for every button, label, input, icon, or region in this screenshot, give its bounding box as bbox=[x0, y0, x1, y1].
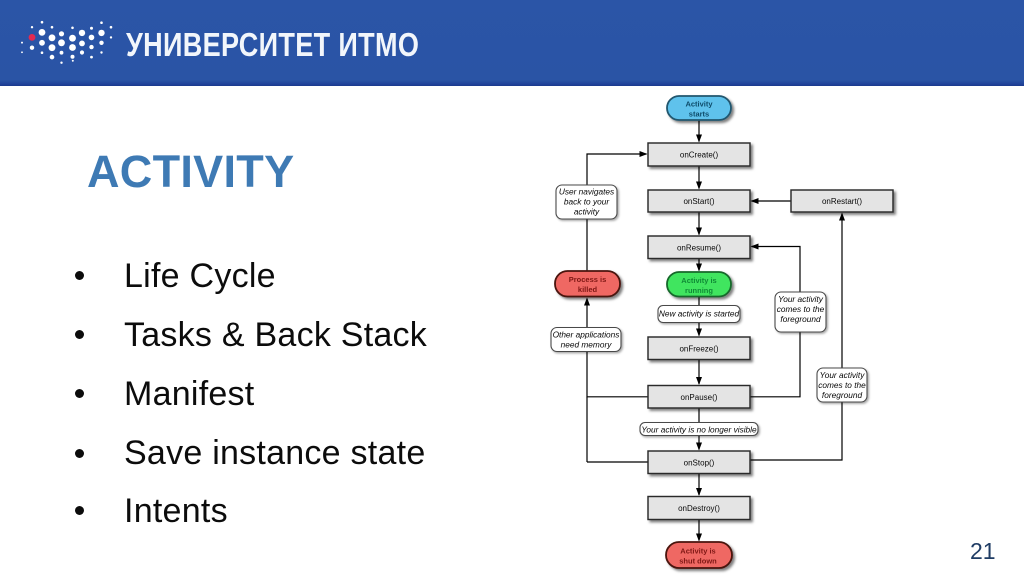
svg-text:onCreate(): onCreate() bbox=[680, 151, 719, 160]
svg-text:foreground: foreground bbox=[780, 314, 821, 324]
svg-text:Your activity: Your activity bbox=[820, 370, 866, 380]
svg-text:back to your: back to your bbox=[564, 197, 610, 207]
svg-text:starts: starts bbox=[689, 110, 709, 119]
svg-text:Process is: Process is bbox=[569, 275, 607, 284]
svg-text:Other applications: Other applications bbox=[553, 330, 620, 340]
svg-text:Your activity is no longer vis: Your activity is no longer visible bbox=[641, 424, 757, 434]
svg-text:comes to the: comes to the bbox=[818, 380, 866, 390]
svg-text:New activity is started: New activity is started bbox=[659, 309, 740, 319]
svg-text:running: running bbox=[685, 286, 713, 295]
svg-text:Activity is: Activity is bbox=[680, 547, 715, 556]
svg-text:foreground: foreground bbox=[822, 390, 863, 400]
svg-text:comes to the: comes to the bbox=[777, 304, 825, 314]
svg-text:onRestart(): onRestart() bbox=[822, 197, 862, 206]
svg-text:activity: activity bbox=[574, 207, 600, 217]
svg-text:onDestroy(): onDestroy() bbox=[678, 504, 720, 513]
svg-text:onFreeze(): onFreeze() bbox=[679, 345, 718, 354]
svg-text:onStart(): onStart() bbox=[683, 197, 714, 206]
svg-text:shut down: shut down bbox=[679, 557, 717, 566]
svg-text:onResume(): onResume() bbox=[677, 244, 721, 253]
svg-text:Your activity: Your activity bbox=[778, 294, 824, 304]
svg-text:Activity: Activity bbox=[685, 100, 713, 109]
svg-text:killed: killed bbox=[578, 285, 598, 294]
svg-text:User navigates: User navigates bbox=[559, 187, 614, 197]
svg-text:need memory: need memory bbox=[561, 340, 613, 350]
svg-text:Activity is: Activity is bbox=[681, 276, 716, 285]
svg-text:onStop(): onStop() bbox=[684, 459, 715, 468]
svg-text:onPause(): onPause() bbox=[681, 393, 718, 402]
